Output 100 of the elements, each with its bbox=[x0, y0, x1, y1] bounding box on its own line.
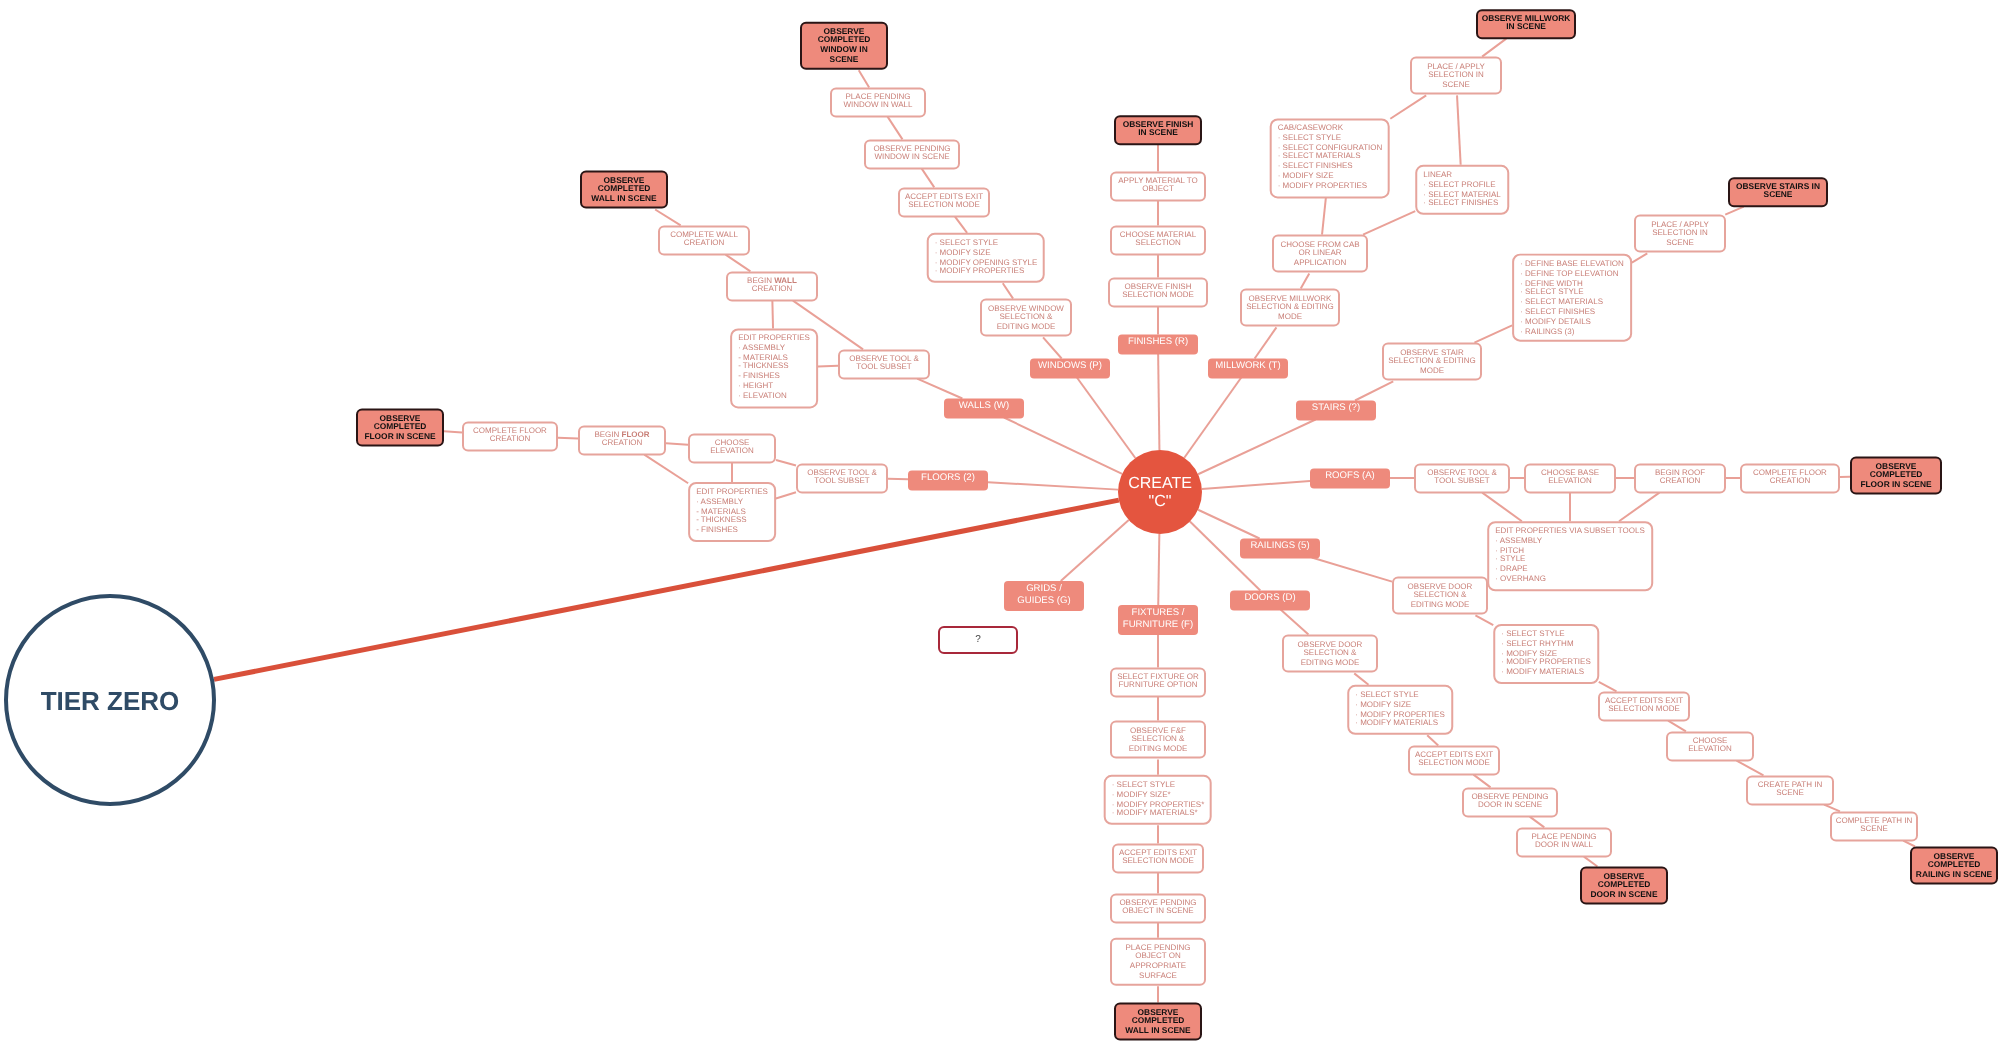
outcome-box bbox=[1114, 1002, 1202, 1042]
connector-line bbox=[724, 253, 752, 273]
connector-line bbox=[213, 497, 1120, 682]
step-box bbox=[1634, 463, 1726, 493]
connector-line bbox=[887, 477, 909, 481]
connector-line bbox=[1059, 519, 1130, 582]
step-box bbox=[1516, 827, 1612, 857]
connector-line bbox=[775, 459, 797, 467]
connector-line bbox=[920, 167, 936, 189]
connector-line bbox=[916, 377, 964, 400]
category-box bbox=[1004, 580, 1084, 612]
connector-line bbox=[1157, 533, 1161, 606]
step-box bbox=[864, 139, 960, 169]
connector-line bbox=[1188, 520, 1262, 592]
step-box bbox=[1634, 214, 1726, 254]
connector-line bbox=[857, 69, 871, 89]
connector-line bbox=[1597, 681, 1618, 693]
properties-box bbox=[1415, 164, 1509, 216]
connector-line bbox=[1157, 824, 1159, 845]
outcome-box bbox=[1850, 456, 1942, 496]
connector-line bbox=[1157, 871, 1159, 895]
connector-line bbox=[1528, 815, 1546, 829]
step-box bbox=[1110, 937, 1206, 987]
connector-line bbox=[1389, 477, 1415, 479]
connector-line bbox=[1426, 734, 1440, 747]
connector-line bbox=[1157, 758, 1159, 776]
connector-line bbox=[791, 299, 865, 351]
connector-line bbox=[987, 481, 1120, 491]
connector-line bbox=[1724, 205, 1745, 216]
outcome-box bbox=[580, 170, 668, 210]
connector-line bbox=[1354, 380, 1395, 402]
connector-line bbox=[557, 436, 579, 440]
question-box bbox=[938, 626, 1018, 654]
step-box bbox=[1666, 731, 1754, 761]
connector-line bbox=[1735, 759, 1765, 777]
connector-line bbox=[443, 430, 463, 434]
circle-label: CREATE "C" bbox=[1126, 473, 1194, 511]
step-box bbox=[1462, 787, 1558, 817]
category-box bbox=[1118, 334, 1198, 354]
connector-line bbox=[1474, 614, 1495, 627]
connector-line bbox=[1667, 719, 1687, 733]
category-box bbox=[908, 470, 988, 490]
category-box bbox=[944, 398, 1024, 418]
step-box bbox=[1108, 277, 1208, 307]
outcome-box bbox=[1580, 866, 1668, 906]
connector-line bbox=[1157, 634, 1159, 669]
connector-line bbox=[886, 115, 904, 141]
connector-line bbox=[1183, 376, 1243, 459]
connector-line bbox=[1481, 37, 1508, 58]
connector-line bbox=[1197, 508, 1261, 540]
category-box bbox=[1230, 590, 1310, 610]
step-box bbox=[1110, 893, 1206, 923]
connector-line bbox=[665, 442, 689, 446]
connector-line bbox=[1197, 418, 1317, 476]
connector-line bbox=[1042, 336, 1063, 360]
category-box bbox=[1030, 358, 1110, 378]
step-box bbox=[1110, 225, 1206, 255]
outcome-box bbox=[800, 21, 888, 71]
connector-line bbox=[1839, 475, 1851, 479]
connector-line bbox=[1473, 324, 1514, 344]
properties-box bbox=[926, 232, 1046, 284]
connector-line bbox=[1481, 491, 1523, 523]
connector-line bbox=[1618, 491, 1661, 523]
connector-line bbox=[1157, 305, 1159, 336]
connector-line bbox=[1157, 985, 1159, 1004]
connector-line bbox=[1002, 416, 1124, 475]
step-box bbox=[1410, 56, 1502, 96]
properties-box bbox=[1512, 253, 1632, 343]
category-box bbox=[1310, 468, 1390, 488]
connector-line bbox=[1725, 477, 1741, 479]
category-box bbox=[1296, 400, 1376, 420]
step-box bbox=[1110, 171, 1206, 201]
category-box bbox=[1208, 358, 1288, 378]
connector-line bbox=[1321, 196, 1327, 236]
connector-line bbox=[643, 453, 690, 485]
step-box bbox=[726, 271, 818, 301]
connector-line bbox=[1630, 252, 1649, 264]
connector-line bbox=[1615, 477, 1635, 479]
connector-line bbox=[1509, 477, 1525, 479]
step-box bbox=[1414, 463, 1510, 493]
step-box bbox=[796, 463, 888, 493]
properties-box bbox=[1103, 774, 1213, 826]
connector-line bbox=[731, 461, 733, 483]
step-box bbox=[1392, 576, 1488, 616]
circle-label: TIER ZERO bbox=[38, 685, 182, 715]
connector-line bbox=[1157, 253, 1159, 279]
connector-line bbox=[1353, 672, 1370, 686]
category-box bbox=[1240, 538, 1320, 558]
properties-box bbox=[1487, 521, 1653, 591]
connector-line bbox=[774, 491, 797, 500]
step-box bbox=[1746, 775, 1834, 805]
connector-line bbox=[1253, 326, 1278, 360]
step-box bbox=[462, 421, 558, 451]
connector-line bbox=[1299, 272, 1311, 290]
step-box bbox=[658, 225, 750, 255]
connector-line bbox=[1075, 376, 1137, 459]
connector-line bbox=[1157, 199, 1159, 227]
step-box bbox=[830, 87, 926, 117]
step-box bbox=[578, 425, 666, 455]
step-box bbox=[838, 349, 930, 379]
